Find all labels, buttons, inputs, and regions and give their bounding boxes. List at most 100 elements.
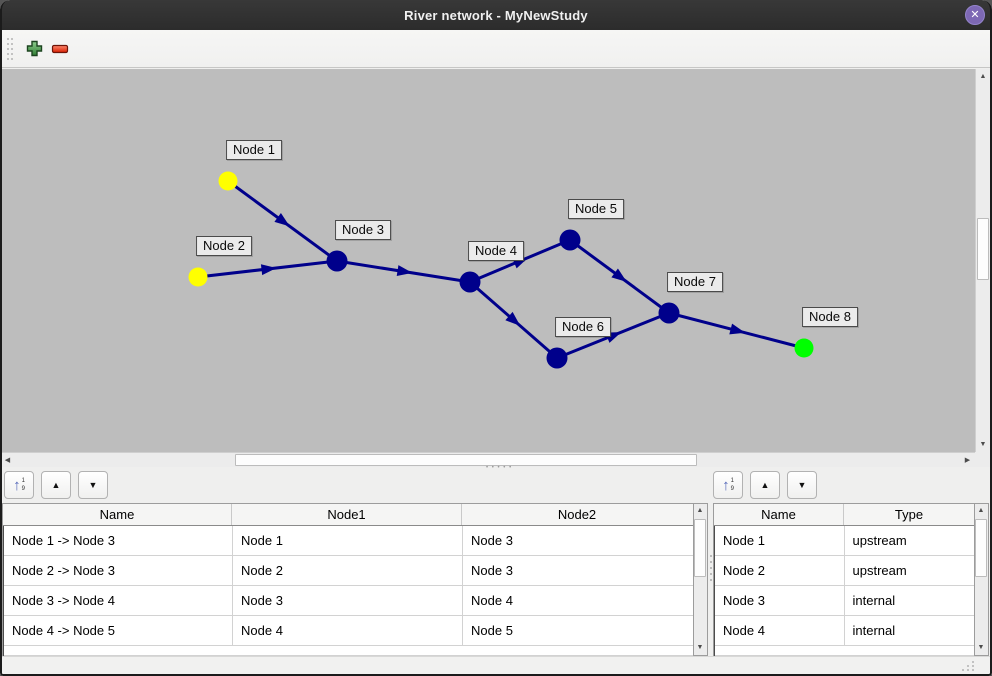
table-row[interactable]: Node 3 internal xyxy=(715,586,974,616)
canvas-vscrollbar[interactable]: ▲ ▼ xyxy=(975,69,990,452)
node-label: Node 8 xyxy=(802,307,858,327)
table-cell: Node 3 xyxy=(715,586,845,615)
node-label: Node 7 xyxy=(667,272,723,292)
graph-node-Node-1[interactable] xyxy=(218,171,238,191)
scrollbar-corner xyxy=(975,452,990,467)
graph-node-Node-3[interactable] xyxy=(326,250,348,272)
table-cell: internal xyxy=(852,593,896,608)
table-cell: Node 2 xyxy=(715,556,845,585)
scroll-up-icon[interactable]: ▲ xyxy=(975,505,987,517)
table-cell: Node 3 xyxy=(471,533,513,548)
table-row[interactable]: Node 4 internal xyxy=(715,616,974,646)
node-label: Node 3 xyxy=(335,220,391,240)
table-cell: upstream xyxy=(852,533,907,548)
edge-arrow-icon xyxy=(274,213,290,227)
nodes-vscrollbar[interactable]: ▲ ▼ xyxy=(975,503,989,656)
table-cell: Node 2 xyxy=(233,556,463,585)
column-header-name[interactable]: Name xyxy=(714,504,844,525)
splitter-handle[interactable]: • • • • • xyxy=(486,465,513,471)
canvas-vscroll-thumb[interactable] xyxy=(977,218,989,280)
table-row-partial xyxy=(4,646,693,656)
column-header-node2[interactable]: Node2 xyxy=(557,507,597,522)
table-cell: Node 4 xyxy=(233,616,463,645)
status-bar xyxy=(0,656,992,674)
table-header-row: Name Type xyxy=(714,504,974,526)
branches-vscrollbar[interactable]: ▲ ▼ xyxy=(694,503,708,656)
scroll-up-icon[interactable]: ▲ xyxy=(976,70,990,83)
up-arrow-icon: ▲ xyxy=(51,480,61,490)
down-arrow-icon: ▼ xyxy=(797,480,807,490)
edge-arrow-icon xyxy=(396,265,413,276)
table-row[interactable]: Node 1 upstream xyxy=(715,526,974,556)
scroll-down-icon[interactable]: ▼ xyxy=(976,438,990,451)
graph-node-Node-4[interactable] xyxy=(459,271,481,293)
red-minus-icon xyxy=(51,44,69,53)
resize-grip-icon[interactable] xyxy=(962,661,976,671)
table-cell: Node 3 -> Node 4 xyxy=(4,586,233,615)
table-row-partial xyxy=(715,646,974,656)
table-cell: Node 3 xyxy=(233,586,463,615)
canvas-hscrollbar[interactable]: ◀ ▶ xyxy=(0,452,975,467)
canvas-hscroll-thumb[interactable] xyxy=(235,454,697,466)
river-network-graph xyxy=(188,171,814,369)
table-cell: Node 4 xyxy=(715,616,845,645)
window-title: River network - MyNewStudy xyxy=(404,7,588,23)
scroll-down-icon[interactable]: ▼ xyxy=(694,642,706,654)
nodes-scroll-thumb[interactable] xyxy=(975,519,987,577)
branches-scroll-thumb[interactable] xyxy=(694,519,706,577)
column-header-type[interactable]: Type xyxy=(894,507,924,522)
graph-node-Node-8[interactable] xyxy=(794,338,814,358)
up-arrow-icon: ▲ xyxy=(760,480,770,490)
toolbar-drag-handle-icon[interactable] xyxy=(7,37,13,60)
graph-node-Node-2[interactable] xyxy=(188,267,208,287)
title-bar[interactable]: River network - MyNewStudy ✕ xyxy=(0,0,992,30)
move-node-down-button[interactable]: ▼ xyxy=(787,471,817,499)
node-label: Node 1 xyxy=(226,140,282,160)
column-header-node1[interactable]: Node1 xyxy=(232,504,462,525)
move-branch-down-button[interactable]: ▼ xyxy=(78,471,108,499)
remove-branch-button[interactable] xyxy=(47,36,73,62)
move-branch-up-button[interactable]: ▲ xyxy=(41,471,71,499)
close-button[interactable]: ✕ xyxy=(965,5,985,25)
edge-arrow-icon xyxy=(729,323,746,335)
graph-node-Node-7[interactable] xyxy=(658,302,680,324)
table-cell: Node 3 xyxy=(471,563,513,578)
scroll-up-icon[interactable]: ▲ xyxy=(694,505,706,517)
table-cell: internal xyxy=(852,623,896,638)
move-node-up-button[interactable]: ▲ xyxy=(750,471,780,499)
node-label: Node 2 xyxy=(196,236,252,256)
edge-arrow-icon xyxy=(505,311,521,326)
scroll-left-icon[interactable]: ◀ xyxy=(1,454,14,467)
add-branch-button[interactable] xyxy=(21,36,47,62)
down-arrow-icon: ▼ xyxy=(88,480,98,490)
column-header-name[interactable]: Name xyxy=(3,504,232,525)
table-cell: Node 5 xyxy=(471,623,513,638)
graph-node-Node-5[interactable] xyxy=(559,229,581,251)
graph-node-Node-6[interactable] xyxy=(546,347,568,369)
edge-arrow-icon xyxy=(260,264,277,276)
scroll-down-icon[interactable]: ▼ xyxy=(975,642,987,654)
table-cell: Node 1 -> Node 3 xyxy=(4,526,233,555)
close-icon: ✕ xyxy=(970,9,980,21)
panel-splitter-handle[interactable] xyxy=(709,503,713,656)
scroll-right-icon[interactable]: ▶ xyxy=(961,454,974,467)
table-cell: Node 1 xyxy=(715,526,845,555)
